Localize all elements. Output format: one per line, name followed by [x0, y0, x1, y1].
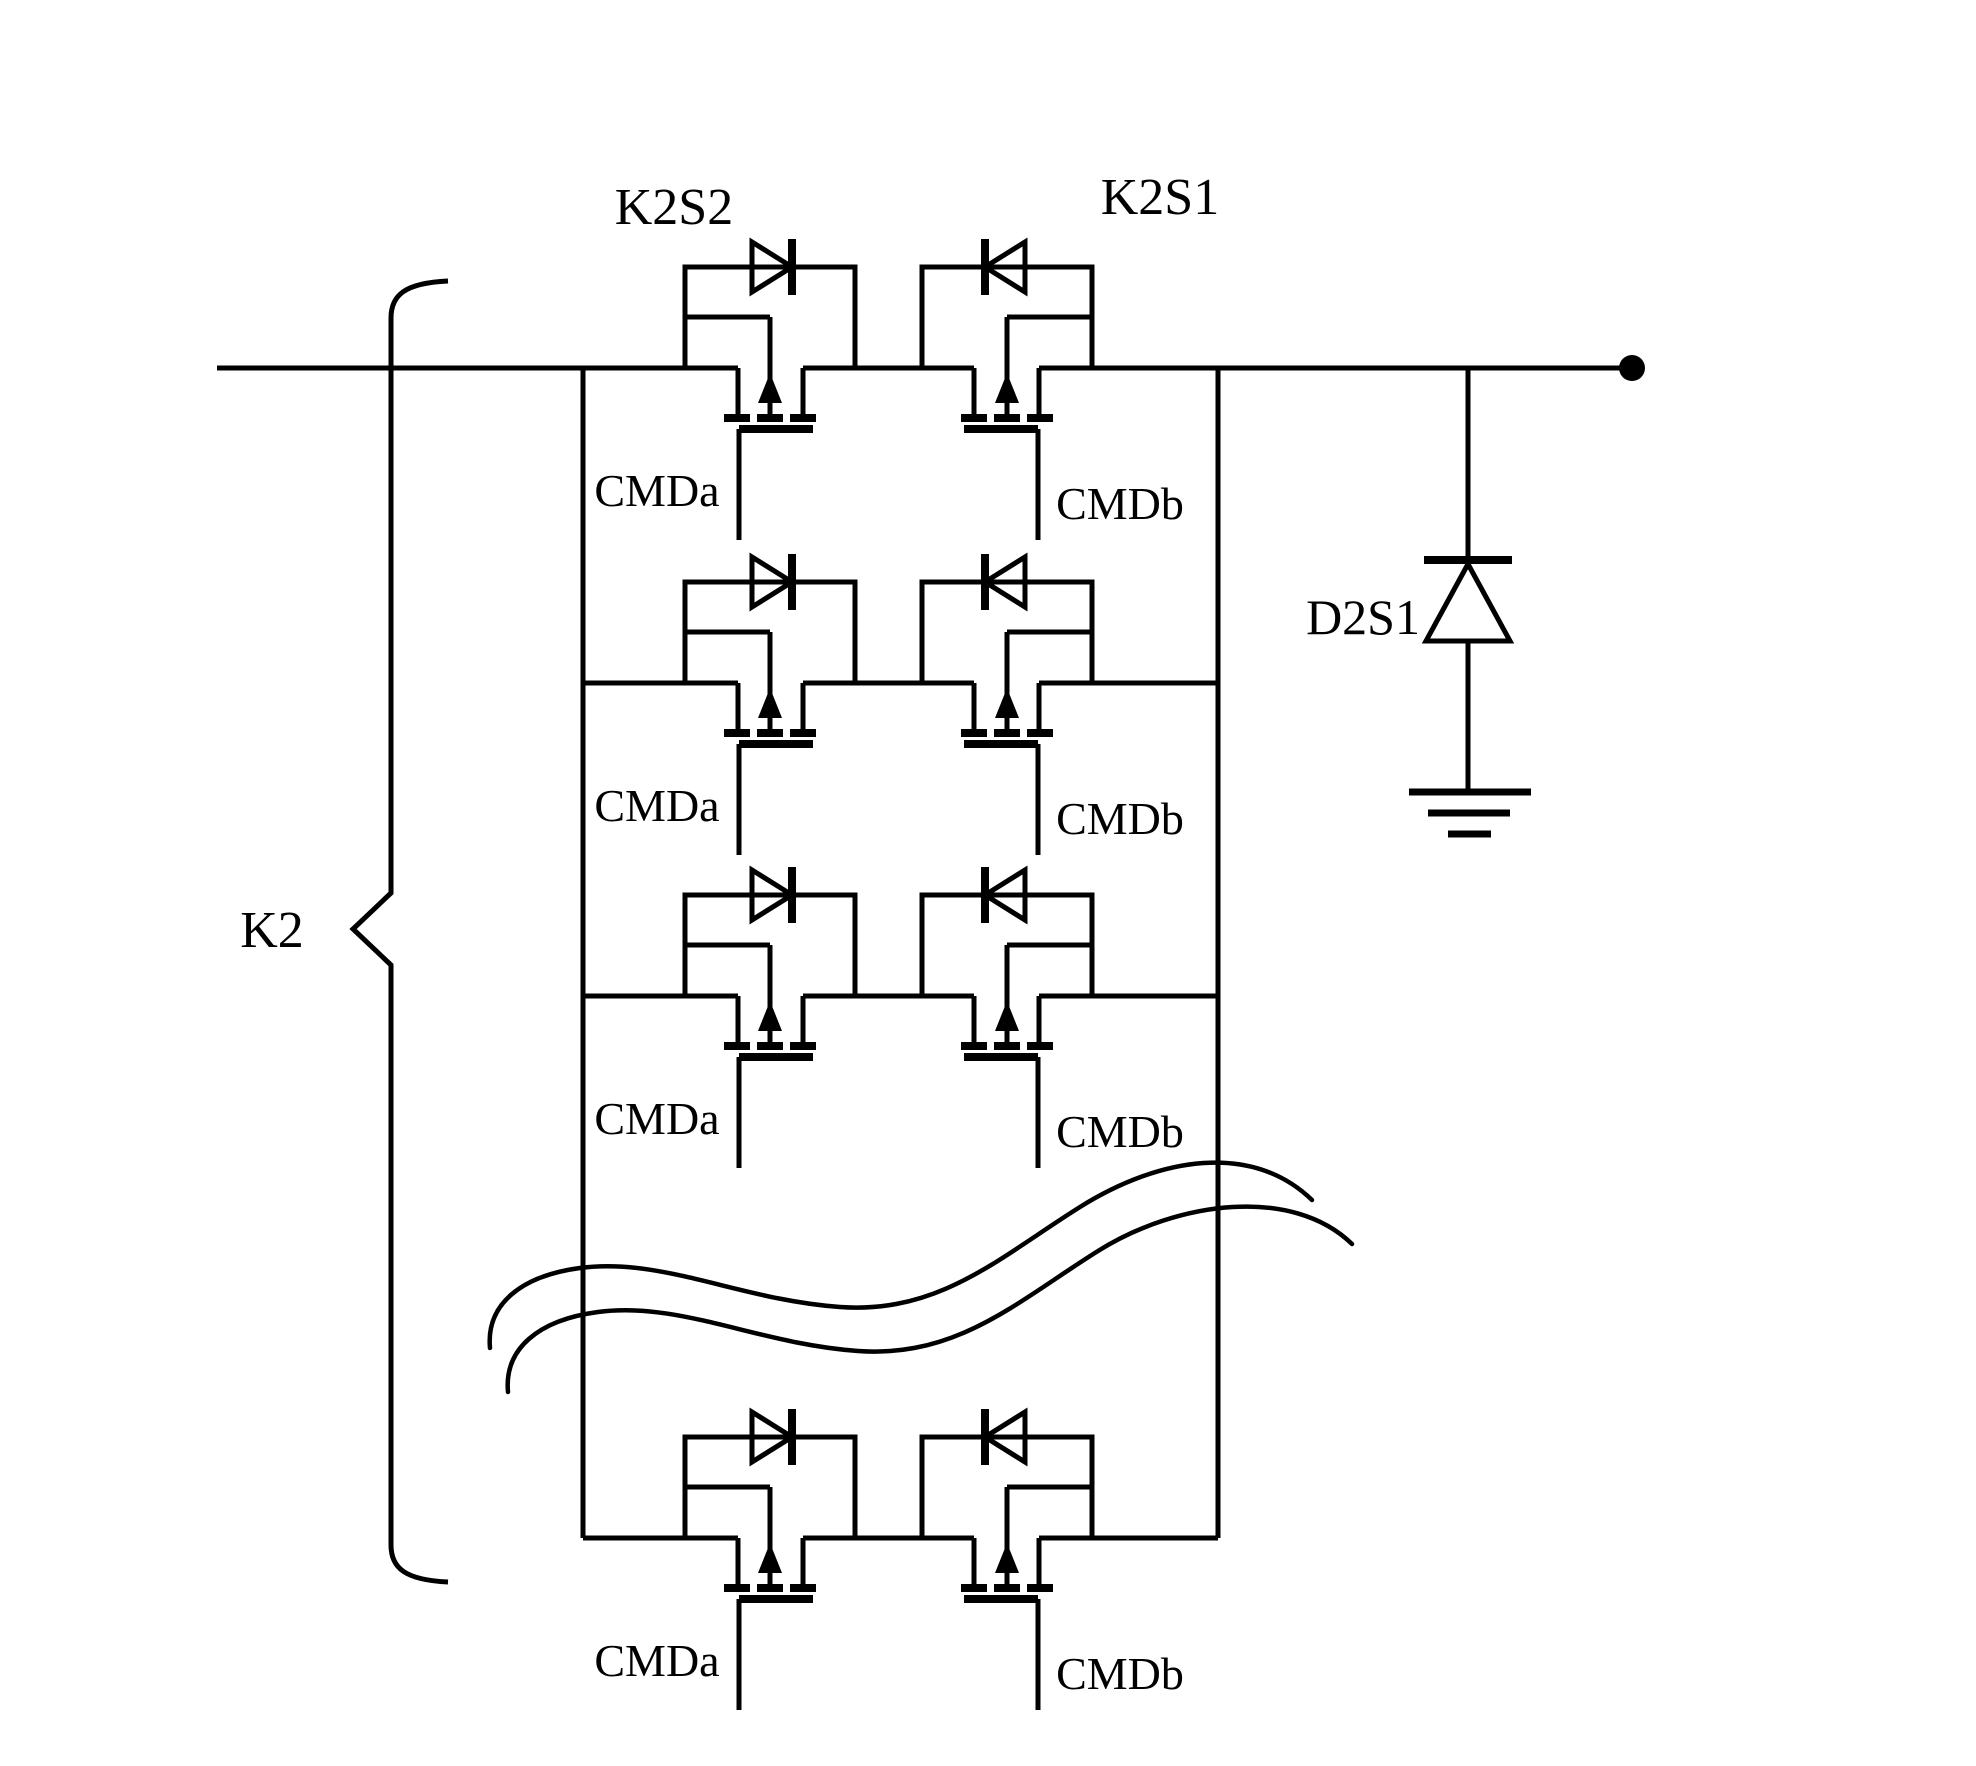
switch-pair-row-1: CMDa CMDb	[594, 239, 1184, 540]
switch-pair-row-3: CMDa CMDb	[594, 867, 1184, 1168]
gate-a-label: CMDa	[594, 1635, 719, 1686]
gate-b-label: CMDb	[1056, 793, 1184, 844]
break-marks-icon	[487, 1160, 1355, 1395]
switch-k2s1-label: K2S1	[1101, 169, 1219, 226]
switch-pair-row-2: CMDa CMDb	[594, 554, 1184, 855]
output-terminal-dot	[1619, 355, 1645, 381]
gate-b-label: CMDb	[1056, 478, 1184, 529]
k2-group-brace	[349, 278, 449, 1585]
gate-b-label: CMDb	[1056, 1106, 1184, 1157]
ground-icon	[1409, 788, 1531, 838]
switch-pair-row-4: CMDa CMDb	[594, 1409, 1184, 1710]
gate-a-label: CMDa	[594, 1093, 719, 1144]
clamp-diode-label: D2S1	[1306, 589, 1420, 645]
switch-k2s2-label: K2S2	[615, 179, 733, 236]
gate-a-label: CMDa	[594, 780, 719, 831]
clamp-diode-d2s1	[1421, 368, 1515, 792]
k2-group-label: K2	[240, 902, 304, 959]
gate-b-label: CMDb	[1056, 1648, 1184, 1699]
gate-a-label: CMDa	[594, 465, 719, 516]
